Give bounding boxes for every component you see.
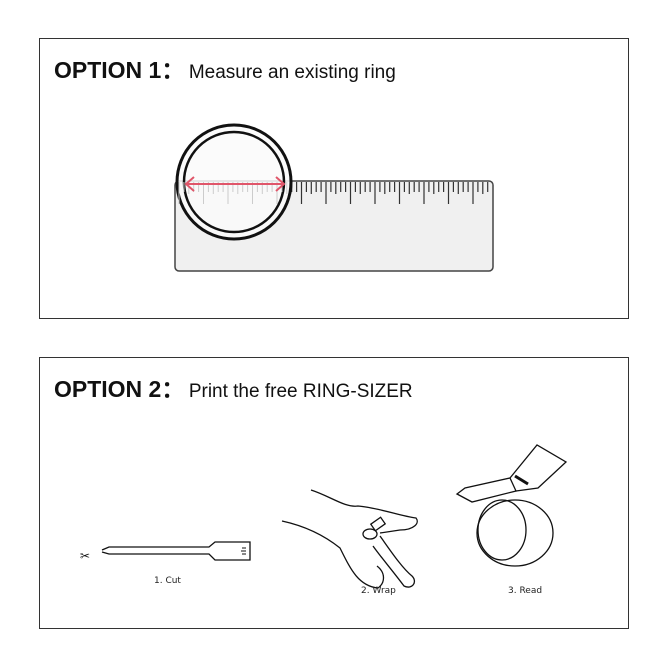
svg-text:✂: ✂ <box>80 549 90 563</box>
option-2-label: OPTION 2： <box>54 376 185 402</box>
option-2-description: Print the free RING-SIZER <box>188 381 413 402</box>
option-1-description: Measure an existing ring <box>188 62 396 83</box>
step-wrap-label: 2. Wrap <box>361 586 396 596</box>
ring-ruler-illustration <box>174 123 494 272</box>
measure-arrow-icon <box>184 176 286 192</box>
option-1-panel: OPTION 1： Measure an existing ring <box>39 38 629 319</box>
ring-icon <box>175 123 293 241</box>
option-1-label: OPTION 1： <box>54 57 185 83</box>
option-2-panel: OPTION 2： Print the free RING-SIZER ✂ 1.… <box>39 357 629 629</box>
step-read-label: 3. Read <box>508 586 543 596</box>
option-2-heading: OPTION 2： Print the free RING-SIZER <box>54 370 413 404</box>
cut-strip-icon: ✂ <box>80 541 251 563</box>
loop-read-icon <box>455 444 568 567</box>
option-1-heading: OPTION 1： Measure an existing ring <box>54 51 396 85</box>
finger-wrap-icon <box>281 489 418 589</box>
step-cut-label: 1. Cut <box>154 576 181 586</box>
